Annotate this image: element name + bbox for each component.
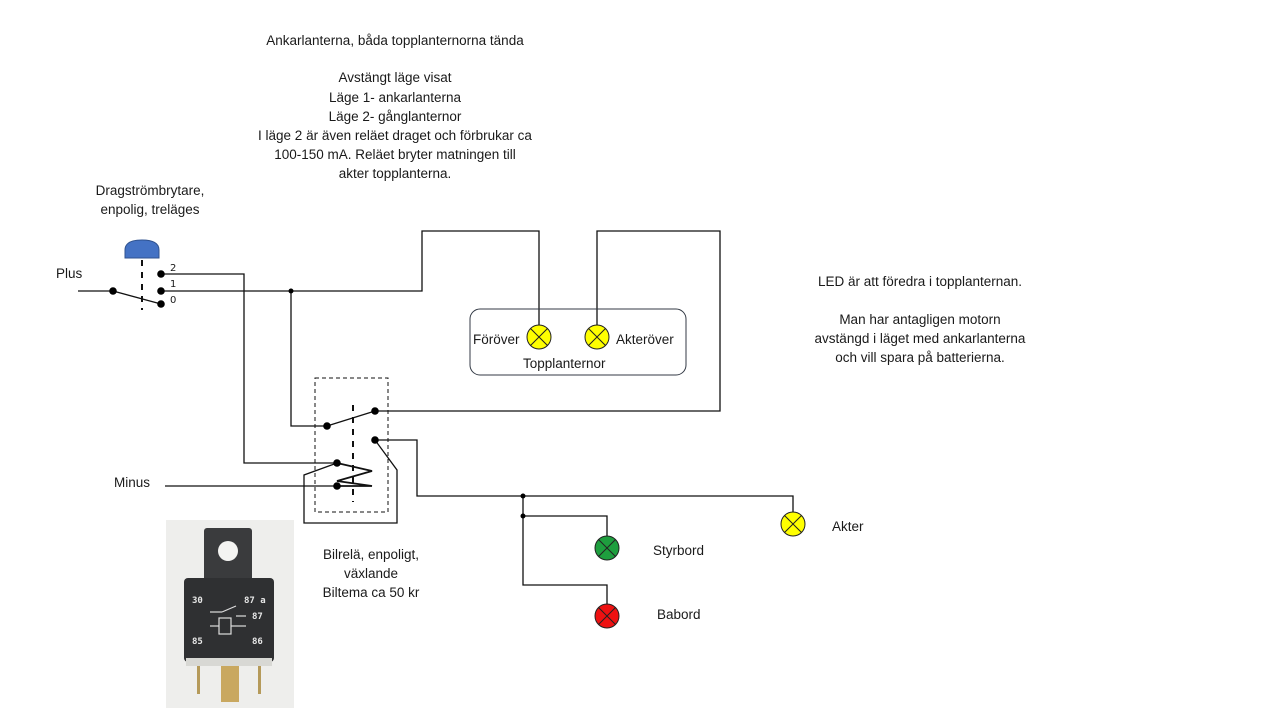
relay-common-wire	[290, 291, 327, 427]
mode-note-line-6: akter topplanterna.	[338, 166, 452, 181]
aft-top-light-wire	[375, 230, 721, 412]
switch-contact-2	[157, 270, 165, 278]
side-note-line-2: avstängd i läget med ankarlanterna	[814, 331, 1026, 346]
relay-pin-30: 30	[192, 596, 203, 606]
coil-jumper-wire	[303, 439, 398, 524]
junction-dot	[288, 288, 294, 294]
relay-nc-dot	[371, 407, 379, 415]
switch-contact-0	[157, 300, 165, 308]
relay-pin-87: 87	[252, 612, 263, 622]
relay-lever	[326, 410, 376, 427]
switch-label-line-2: enpolig, treläges	[100, 202, 200, 217]
babord-label: Babord	[657, 607, 701, 622]
coil-bottom-dot	[333, 482, 341, 490]
forward-top-light-icon	[526, 324, 552, 350]
styrbord-light-icon	[594, 535, 620, 561]
position-1-wire	[161, 230, 540, 336]
relay-coil	[336, 462, 373, 487]
akter-light-icon	[780, 511, 806, 537]
styrbord-wire	[522, 496, 608, 547]
relay-caption-line-1: Bilrelä, enpoligt,	[322, 547, 420, 562]
relay-caption-line-3: Biltema ca 50 kr	[322, 585, 420, 600]
relay-caption-line-2: växlande	[343, 566, 399, 581]
coil-top-dot	[333, 459, 341, 467]
relay-pin-85: 85	[192, 637, 203, 647]
akter-label: Akter	[832, 519, 864, 534]
led-note: LED är att föredra i topplanternan.	[817, 274, 1023, 289]
relay-pin-center	[221, 666, 239, 702]
top-lights-group-box	[469, 308, 687, 376]
relay-photo: 30 87 a 87 85 86	[166, 520, 294, 708]
nav-lights-wire	[375, 439, 794, 523]
aft-top-light-label: Akteröver	[616, 332, 674, 347]
relay-common-dot	[323, 422, 331, 430]
styrbord-label: Styrbord	[653, 543, 705, 558]
aft-top-light-icon	[584, 324, 610, 350]
mode-note-line-3: Läge 2- gånglanternor	[328, 109, 462, 124]
relay-pin-right	[258, 666, 261, 694]
minus-label: Minus	[114, 475, 151, 490]
side-note-line-3: och vill spara på batterierna.	[835, 350, 1005, 365]
switch-position-1: 1	[170, 279, 177, 290]
mode-note-line-2: Läge 1- ankarlanterna	[328, 90, 462, 105]
relay-pin-86: 86	[252, 637, 263, 647]
plus-label: Plus	[56, 266, 83, 281]
side-note-line-1: Man har antagligen motorn	[839, 312, 1001, 327]
switch-knob-icon	[124, 239, 160, 259]
relay-enclosure	[314, 377, 389, 513]
babord-wire	[522, 516, 608, 615]
nav-junction-dot-1	[520, 493, 526, 499]
relay-body	[184, 578, 274, 662]
mode-title: Ankarlanterna, båda topplanternorna tänd…	[266, 33, 524, 48]
relay-pin-left	[197, 666, 200, 694]
forward-light-label: Föröver	[473, 332, 520, 347]
mode-note-line-4: I läge 2 är även reläet draget och förbr…	[258, 128, 532, 143]
top-lights-group-label: Topplanternor	[523, 356, 606, 371]
nav-junction-dot-2	[520, 513, 526, 519]
mode-note-line-1: Avstängt läge visat	[338, 70, 452, 85]
switch-label-line-1: Dragströmbrytare,	[95, 183, 205, 198]
switch-pivot-dot	[109, 287, 117, 295]
relay-mount-hole	[218, 541, 238, 561]
position-2-wire	[161, 273, 337, 464]
relay-body-base	[186, 658, 272, 666]
babord-light-icon	[594, 603, 620, 629]
relay-no-dot	[371, 436, 379, 444]
mode-note-line-5: 100-150 mA. Reläet bryter matningen till	[274, 147, 516, 162]
switch-contact-1	[157, 287, 165, 295]
relay-pin-87a: 87 a	[244, 596, 266, 606]
switch-position-2: 2	[170, 263, 177, 274]
switch-position-0: 0	[170, 295, 177, 306]
switch-lever	[112, 290, 162, 305]
